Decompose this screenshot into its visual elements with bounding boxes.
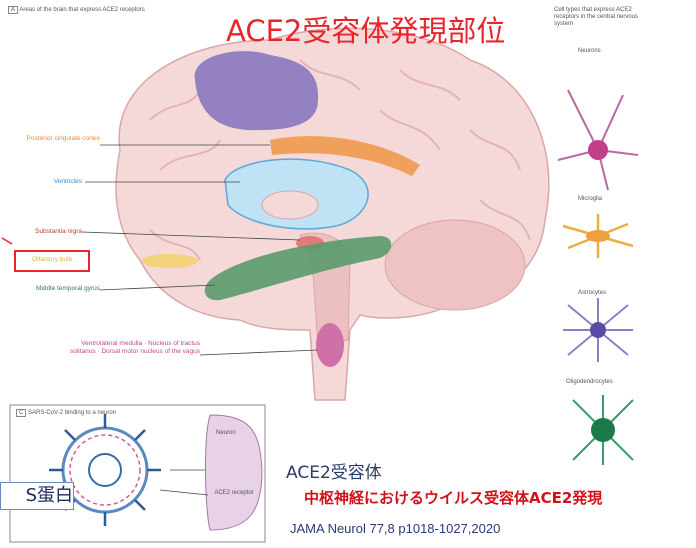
oligodendrocyte-cell-icon [573,395,633,465]
label-olfactory-bulb: Olfactory bulb [16,256,88,264]
main-title: ACE2受容体発現部位 [226,8,505,50]
medulla-region [316,323,344,367]
headline: 中枢神経におけるウイルス受容体ACE2発現 [304,487,602,508]
cell-types-title: Cell types that express ACE2 receptors i… [554,7,654,29]
neuron-label: Neuron [216,430,236,436]
microglia-cell-icon [563,214,633,258]
cerebellum [385,220,525,310]
panel-c-letter: C [16,409,26,417]
panel-a-title: Areas of the brain that express ACE2 rec… [19,7,144,13]
label-medulla: Ventrolateral medulla · Nucleus of tract… [60,340,200,356]
label-substantia-nigra: Substantia nigra [2,228,82,236]
astrocyte-cell-icon [563,298,633,362]
label-posterior-cingulate: Posterior cingulate cortex [20,135,100,143]
label-ventricles: Ventricles [20,178,82,186]
spike-protein-label: S蛋白 [0,482,74,510]
cell-label-oligodendrocytes: Oligodendrocytes [566,379,613,385]
panel-c-title: SARS-CoV-2 binding to a neuron [28,410,116,416]
olfactory-arrow [2,238,12,244]
olfactory-region [142,254,198,268]
cell-label-astrocytes: Astrocytes [578,290,606,296]
cell-label-microglia: Microglia [578,196,602,202]
neuron-cell-icon [558,90,638,190]
panel-c-header: C SARS-CoV-2 binding to a neuron [16,410,116,416]
panel-a-letter: A [8,6,18,14]
olfactory-highlight-box: Olfactory bulb [14,250,90,272]
cell-label-neurons: Neurons [578,48,601,54]
panel-a-header: A Areas of the brain that express ACE2 r… [8,7,145,13]
label-middle-temporal: Middle temporal gyrus [10,285,100,293]
ace2-receptor-annotation: ACE2受容体 [286,458,382,483]
citation: JAMA Neurol 77,8 p1018-1027,2020 [290,521,500,536]
receptor-label: ACE2 receptor [214,490,254,496]
